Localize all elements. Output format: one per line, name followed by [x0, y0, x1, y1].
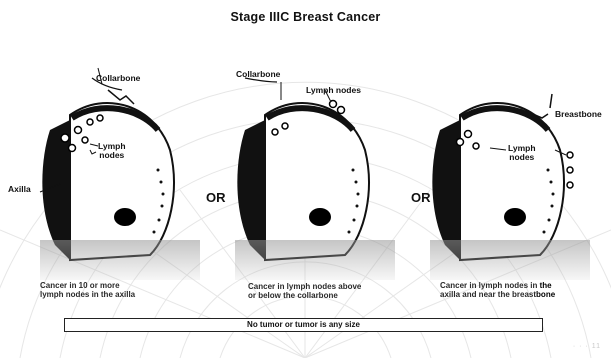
collarbone-label: Collarbone [96, 74, 140, 83]
panel-3-caption-line2-start: axilla and near the breast [440, 290, 536, 299]
tumor-size-note: No tumor or tumor is any size [64, 318, 543, 332]
panel-3-fade [430, 240, 590, 280]
panel-3-caption-line1-start: Cancer in lymph nodes in [440, 281, 537, 290]
watermark: · · · 11 [573, 343, 601, 350]
panel-2-caption: Cancer in lymph nodes above or below the… [248, 282, 361, 300]
panel-3-caption: Cancer in lymph nodes in the axilla and … [440, 281, 555, 299]
panel-2-illustration [225, 60, 385, 270]
or-separator: OR [411, 190, 431, 205]
breastbone-label: Breastbone [555, 110, 602, 119]
axilla-label: Axilla [8, 185, 31, 194]
panel-2-fade [235, 240, 395, 280]
collarbone-label: Collarbone [236, 70, 280, 79]
panel-3-illustration [420, 60, 590, 270]
panel-1-illustration [30, 60, 190, 270]
lymph-nodes-label: Lymph nodes [508, 144, 536, 162]
panel-1-caption: Cancer in 10 or more lymph nodes in the … [40, 281, 135, 299]
panel-3-caption-line1-end: the [540, 281, 552, 290]
figure-title: Stage IIIC Breast Cancer [0, 10, 611, 24]
or-separator: OR [206, 190, 226, 205]
lymph-nodes-label: Lymph nodes [306, 86, 361, 95]
panel-3-caption-line2-end: bone [536, 290, 555, 299]
panel-1-fade [40, 240, 200, 280]
lymph-nodes-label: Lymph nodes [98, 142, 126, 160]
